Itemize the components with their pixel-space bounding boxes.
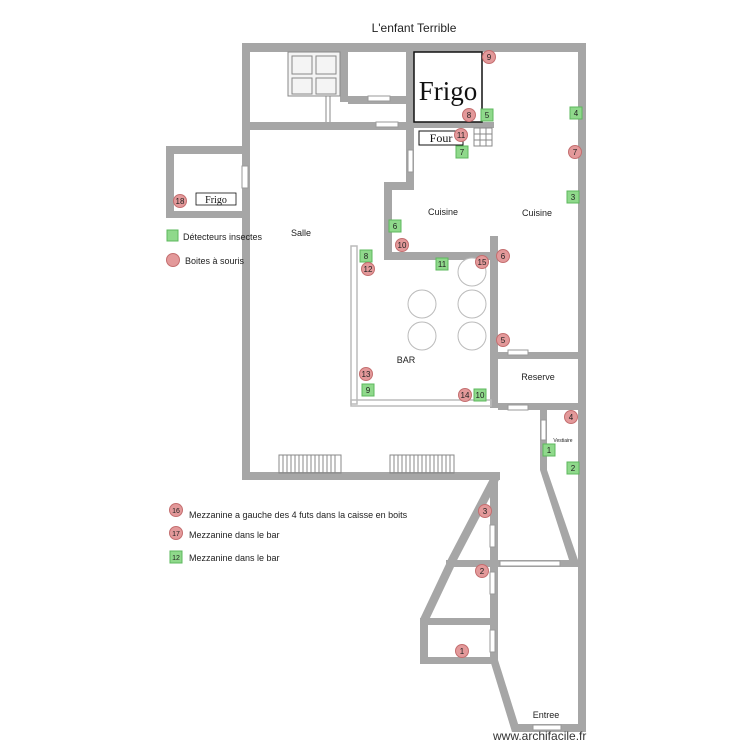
note-marker-12: [169, 550, 183, 564]
mouse-box-marker-12: [361, 262, 375, 276]
detector-marker-11: [435, 257, 449, 271]
room-label-vestiaire: Vestiaire: [553, 438, 572, 444]
stove-icon: [287, 51, 341, 122]
mouse-box-label-3: 3: [483, 507, 488, 516]
mouse-box-label-2: 2: [480, 567, 485, 576]
walls: [166, 43, 586, 732]
mouse-box-label-13: 13: [362, 370, 371, 379]
legend-detector-swatch: [166, 229, 179, 242]
note-marker-17: [169, 526, 183, 540]
mouse-box-label-8: 8: [467, 111, 472, 120]
note-id-12: 12: [172, 555, 180, 562]
mouse-box-marker-18: [173, 194, 187, 208]
mouse-box-marker-3: [478, 504, 492, 518]
mouse-box-marker-15: [475, 255, 489, 269]
mouse-box-marker-11: [454, 128, 468, 142]
mouse-box-label-15: 15: [478, 258, 487, 267]
note-text-12: Mezzanine dans le bar: [189, 553, 280, 563]
mouse-box-label-12: 12: [364, 265, 373, 274]
mouse-box-marker-14: [458, 388, 472, 402]
mouse-box-marker-4: [564, 410, 578, 424]
stairs-right: [389, 454, 455, 474]
mouse-box-label-1: 1: [460, 647, 465, 656]
four-label: Four: [430, 131, 453, 145]
mouse-box-label-9: 9: [487, 53, 492, 62]
detector-marker-5: [480, 108, 494, 122]
detector-marker-3: [566, 190, 580, 204]
bar-circles: [407, 257, 487, 351]
detector-label-9: 9: [366, 386, 371, 395]
detector-marker-4: [569, 106, 583, 120]
mouse-box-label-10: 10: [398, 241, 407, 250]
legend-detector-label: Détecteurs insectes: [183, 232, 263, 242]
mouse-box-label-4: 4: [569, 413, 574, 422]
room-label-entree: Entree: [533, 710, 560, 720]
detector-label-1: 1: [547, 446, 552, 455]
detector-marker-10: [473, 388, 487, 402]
legend: Détecteurs insectes Boites à souris: [166, 229, 263, 267]
frigo-small-label: Frigo: [205, 195, 227, 206]
stairs-kitchen: [473, 127, 493, 147]
room-label-bar: BAR: [397, 355, 416, 365]
legend-box-label: Boites à souris: [185, 256, 245, 266]
detector-label-2: 2: [571, 464, 576, 473]
mouse-box-label-18: 18: [176, 197, 185, 206]
mouse-box-label-7: 7: [573, 148, 578, 157]
note-id-17: 17: [172, 531, 180, 538]
detector-label-7: 7: [460, 148, 465, 157]
detector-label-5: 5: [485, 111, 490, 120]
mouse-box-marker-6: [496, 249, 510, 263]
mouse-box-label-11: 11: [457, 131, 466, 140]
mouse-box-label-6: 6: [501, 252, 506, 261]
frigo-big-label: Frigo: [419, 76, 478, 106]
detector-marker-9: [361, 383, 375, 397]
stairs-left: [278, 454, 342, 474]
mouse-box-marker-1: [455, 644, 469, 658]
page-title: L'enfant Terrible: [372, 21, 457, 35]
frigo-small-box: [195, 192, 237, 206]
watermark: www.archifacile.fr: [492, 729, 586, 743]
note-text-17: Mezzanine dans le bar: [189, 530, 280, 540]
detector-marker-7: [455, 145, 469, 159]
detector-label-6: 6: [393, 222, 398, 231]
mouse-box-label-14: 14: [461, 391, 470, 400]
openings: [241, 95, 562, 731]
detector-marker-1: [542, 443, 556, 457]
detector-label-4: 4: [574, 109, 579, 118]
detector-label-10: 10: [476, 391, 485, 400]
detector-marker-6: [388, 219, 402, 233]
legend-box-swatch: [166, 253, 180, 267]
detector-marker-8: [359, 249, 373, 263]
note-text-16: Mezzanine a gauche des 4 futs dans la ca…: [189, 510, 408, 520]
mouse-box-marker-10: [395, 238, 409, 252]
room-label-reserve: Reserve: [521, 372, 555, 382]
mouse-box-marker-9: [482, 50, 496, 64]
bar-counter: [350, 245, 492, 407]
mouse-box-marker-8: [462, 108, 476, 122]
detector-label-11: 11: [438, 260, 447, 269]
mouse-box-marker-7: [568, 145, 582, 159]
mouse-box-marker-5: [496, 333, 510, 347]
note-id-16: 16: [172, 508, 180, 515]
note-marker-16: [169, 503, 183, 517]
notes: 16 Mezzanine a gauche des 4 futs dans la…: [169, 503, 408, 564]
room-label-cuisine-right: Cuisine: [522, 208, 552, 218]
mouse-box-marker-2: [475, 564, 489, 578]
detector-marker-2: [566, 461, 580, 475]
detector-label-3: 3: [571, 193, 576, 202]
mouse-box-label-5: 5: [501, 336, 506, 345]
mouse-box-marker-13: [359, 367, 373, 381]
room-label-salle: Salle: [291, 228, 311, 238]
room-label-cuisine-left: Cuisine: [428, 207, 458, 217]
detector-label-8: 8: [364, 252, 369, 261]
